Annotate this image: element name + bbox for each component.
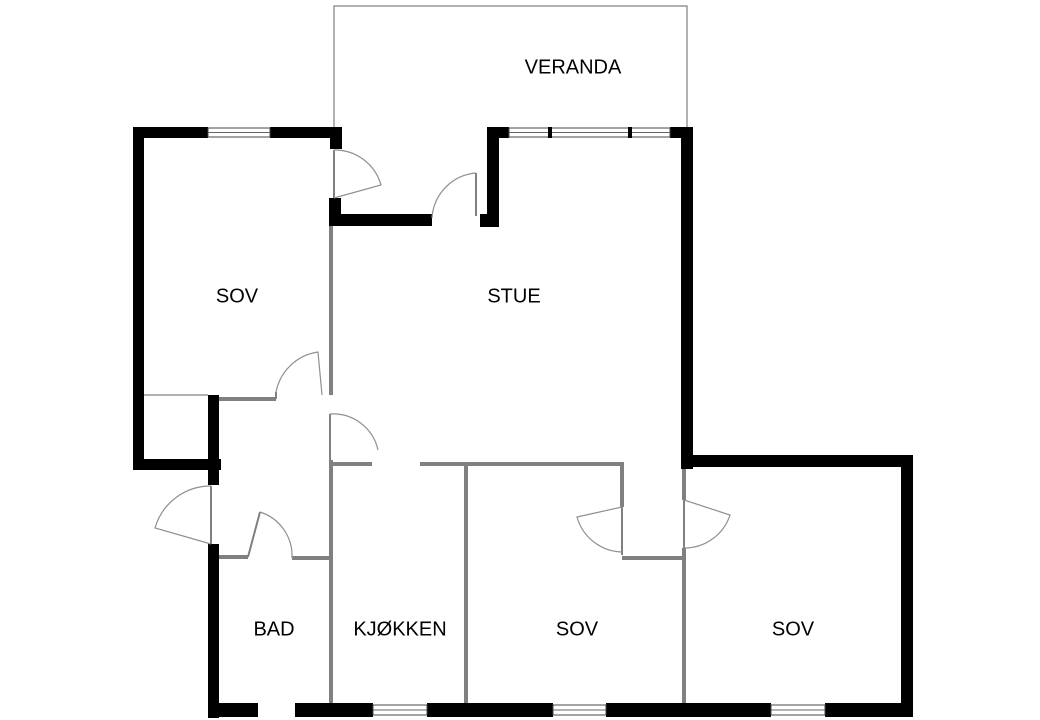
exterior-walls (133, 127, 913, 718)
wall-nw-top-right (270, 127, 342, 138)
door-nw-hall (275, 351, 323, 399)
wall-nw-left (133, 127, 144, 470)
wall-stue-right (681, 127, 693, 469)
label-living-room: STUE (487, 285, 540, 307)
wall-bottom-2 (295, 703, 373, 717)
interior-walls (144, 226, 686, 703)
wall-se-right (901, 455, 913, 717)
label-kitchen: KJØKKEN (353, 618, 446, 640)
wall-nw-right-stub (330, 127, 342, 149)
wall-bottom-4 (606, 703, 771, 717)
label-bedroom-south-east: SOV (772, 618, 815, 640)
wall-bottom-1 (208, 703, 258, 717)
room-labels: VERANDA SOV STUE BAD KJØKKEN SOV SOV (216, 56, 815, 640)
wall-stue-left-stub (480, 214, 499, 227)
wall-notch-bottom (329, 214, 432, 226)
wall-nw-top-left (133, 127, 208, 138)
door-bedroom-se (683, 499, 731, 549)
window-bedroom-se (770, 704, 826, 716)
doors (154, 149, 731, 559)
window-living-room (508, 127, 671, 138)
label-bedroom-northwest: SOV (216, 285, 259, 307)
door-bathroom (247, 511, 293, 559)
wall-bottom-5 (825, 703, 913, 717)
wall-stue-top-left (487, 127, 509, 138)
label-bedroom-south-middle: SOV (556, 618, 599, 640)
door-stue-veranda (431, 172, 477, 219)
wall-hall-stub (208, 395, 219, 485)
door-stue-hall (329, 413, 379, 460)
window-nw-bedroom (207, 127, 271, 138)
label-bathroom: BAD (253, 618, 294, 640)
window-kitchen (372, 704, 428, 716)
label-veranda: VERANDA (525, 56, 622, 78)
windows (207, 127, 826, 716)
door-entrance (154, 485, 212, 545)
wall-bad-left (208, 544, 219, 718)
wall-stue-left (487, 127, 499, 227)
window-bedroom-middle (552, 704, 607, 716)
wall-nw-bottom (133, 459, 221, 470)
door-bedroom-middle (576, 506, 623, 555)
veranda-outline (333, 5, 688, 128)
door-nw-veranda (333, 149, 382, 199)
wall-se-top (693, 455, 912, 467)
wall-bottom-3 (427, 703, 553, 717)
